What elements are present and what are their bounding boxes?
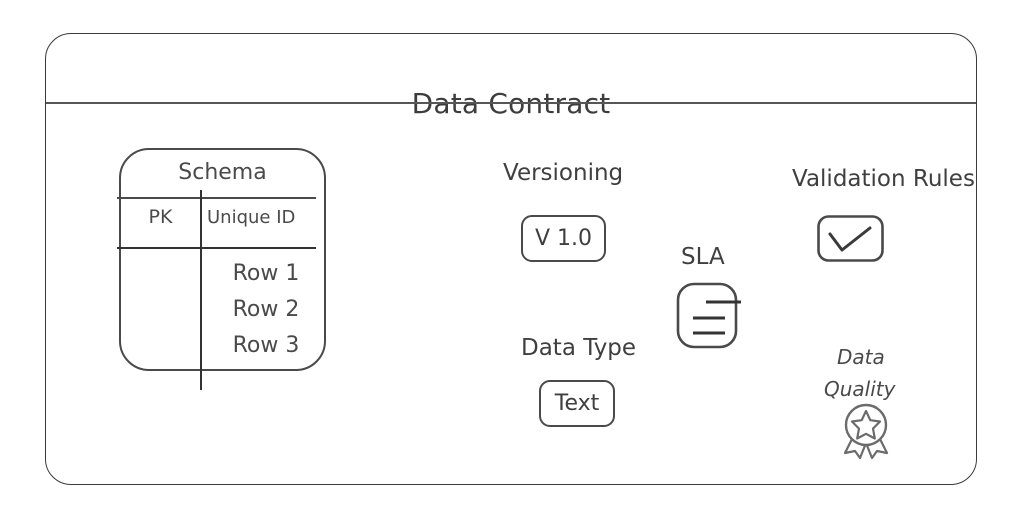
- schema-column-header-unique-id: Unique ID: [207, 207, 296, 228]
- versioning-label: Versioning: [503, 160, 624, 186]
- page-title: Data Contract: [411, 87, 611, 120]
- data-type-label: Data Type: [521, 335, 637, 361]
- title-divider: [46, 102, 976, 104]
- data-quality-label-line1: Data: [837, 345, 885, 369]
- schema-column-divider: [200, 190, 202, 390]
- table-row: Row 3: [232, 333, 300, 358]
- schema-header-rule-bottom: [117, 247, 316, 249]
- award-badge-star-icon: [835, 401, 897, 460]
- schema-row-list: Row 1 Row 2 Row 3: [207, 256, 325, 364]
- checkmark-box-icon: [816, 214, 885, 263]
- document-lines-icon: [675, 281, 743, 354]
- sla-label: SLA: [681, 244, 725, 270]
- table-row: Row 2: [232, 297, 300, 322]
- schema-column-header-pk: PK: [148, 206, 173, 228]
- versioning-value-chip: V 1.0: [521, 215, 606, 262]
- schema-card: Schema PK Unique ID Row 1 Row 2 Row 3: [117, 148, 326, 390]
- schema-title: Schema: [178, 160, 267, 185]
- data-quality-label-line2: Quality: [824, 377, 896, 401]
- table-row: Row 1: [232, 261, 300, 286]
- schema-header-rule-top: [117, 197, 316, 199]
- data-type-value-chip: Text: [539, 380, 615, 427]
- data-contract-container: Data Contract Schema PK Unique ID Row 1 …: [45, 33, 977, 485]
- validation-rules-label: Validation Rules: [792, 166, 975, 192]
